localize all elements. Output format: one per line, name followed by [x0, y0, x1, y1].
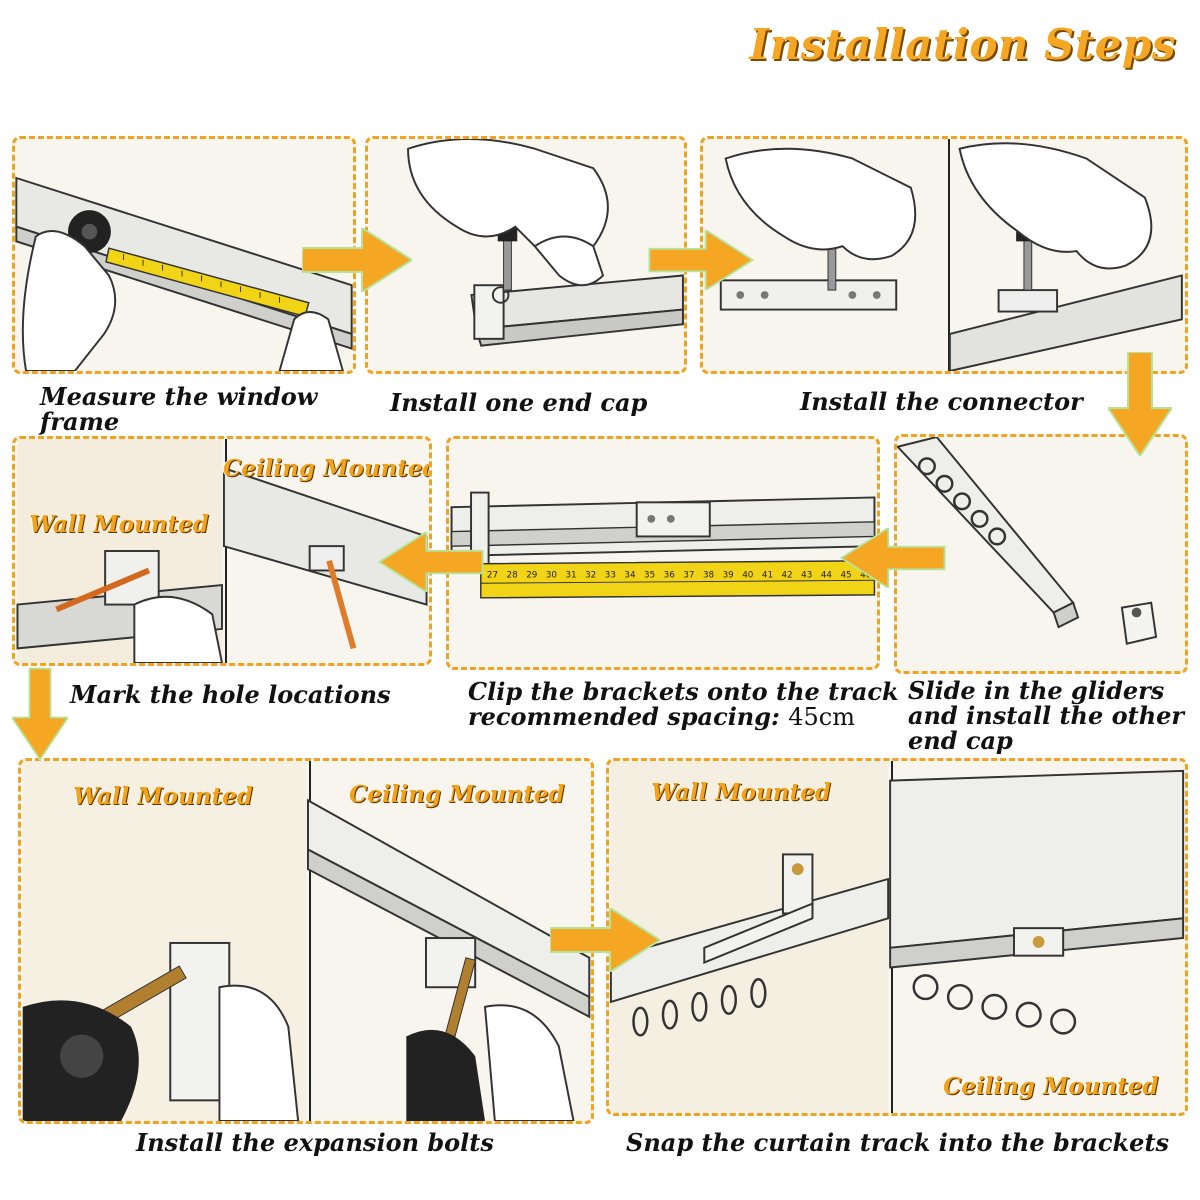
tape-number: 32	[585, 570, 596, 580]
end-cap-illustration	[407, 139, 684, 347]
caption-clip-line2: recommended spacing: 45cm	[468, 704, 855, 730]
caption-clip-spacing-value: 45cm	[788, 703, 856, 731]
caption-connector: Install the connector	[800, 387, 1083, 416]
tape-number: 39	[723, 570, 734, 580]
caption-mark: Mark the hole locations	[70, 680, 391, 709]
tape-number: 46	[860, 570, 872, 580]
tape-measure-numbers: 27 28 29 30 31 32 33 34 35 36 37 38 39 40 41 42 43 44 45 46	[487, 570, 872, 580]
tape-number: 30	[546, 570, 557, 580]
tape-number: 31	[565, 570, 576, 580]
tape-number: 38	[703, 570, 714, 580]
mark-holes-illustration	[16, 439, 428, 663]
tape-number: 40	[742, 570, 753, 580]
caption-measure: Measure the window frame	[40, 382, 318, 436]
tape-number: 43	[801, 570, 812, 580]
panel-snap-track: Wall Mounted Ceiling Mounted	[606, 758, 1188, 1116]
arrow-right-icon	[302, 228, 412, 292]
caption-clip-line1: Clip the brackets onto the track	[468, 677, 899, 706]
tape-number: 28	[507, 570, 518, 580]
panel-clip-brackets: 27 28 29 30 31 32 33 34 35 36 37 38 39 40 41 42 43 44 45 46	[446, 436, 880, 670]
tape-number: 33	[605, 570, 616, 580]
snap-track-illustration	[609, 761, 1185, 1113]
arrow-left-icon	[377, 532, 484, 592]
tape-number: 37	[683, 570, 694, 580]
label-ceiling-mounted: Ceiling Mounted	[349, 781, 565, 808]
caption-clip-spacing-label: recommended spacing:	[468, 702, 780, 731]
page-title: Installation Steps	[749, 20, 1176, 69]
arrow-left-icon	[839, 528, 946, 588]
panel-install-end-cap	[365, 136, 687, 374]
caption-slide: Slide in the gliders and install the oth…	[908, 676, 1185, 755]
tape-number: 36	[664, 570, 676, 580]
tape-number: 35	[644, 570, 655, 580]
panel-measure-window	[12, 136, 356, 374]
label-ceiling-mounted: Ceiling Mounted	[223, 455, 432, 482]
label-wall-mounted: Wall Mounted	[73, 783, 253, 810]
panel-mark-holes: Wall Mounted Ceiling Mounted	[12, 436, 432, 666]
panel-divider	[309, 761, 311, 1121]
panel-divider	[948, 139, 950, 371]
caption-bolts: Install the expansion bolts	[136, 1128, 494, 1157]
tape-number: 45	[840, 570, 851, 580]
label-wall-mounted: Wall Mounted	[29, 511, 209, 538]
caption-end-cap: Install one end cap	[390, 388, 648, 417]
arrow-down-icon	[12, 667, 68, 762]
tape-number: 34	[624, 570, 636, 580]
expansion-bolts-illustration	[22, 761, 591, 1121]
tape-number: 42	[782, 570, 793, 580]
label-ceiling-mounted: Ceiling Mounted	[943, 1073, 1159, 1100]
caption-snap: Snap the curtain track into the brackets	[626, 1128, 1170, 1157]
label-wall-mounted: Wall Mounted	[651, 779, 831, 806]
tape-number: 27	[487, 570, 498, 580]
arrow-right-icon	[550, 908, 660, 972]
clip-brackets-illustration: 27 28 29 30 31 32 33 34 35 36 37 38 39 40 41 42 43 44 45 46	[450, 491, 876, 599]
slide-gliders-illustration	[897, 437, 1158, 645]
arrow-right-icon	[648, 230, 755, 290]
panel-divider	[225, 439, 227, 663]
connector-illustration	[719, 142, 1183, 371]
tape-number: 29	[526, 570, 537, 580]
panel-expansion-bolts: Wall Mounted Ceiling Mounted	[18, 758, 594, 1124]
arrow-down-icon	[1108, 352, 1172, 456]
measure-illustration	[15, 176, 353, 371]
panel-install-connector	[700, 136, 1188, 374]
tape-number: 44	[821, 570, 833, 580]
tape-number: 41	[762, 570, 773, 580]
